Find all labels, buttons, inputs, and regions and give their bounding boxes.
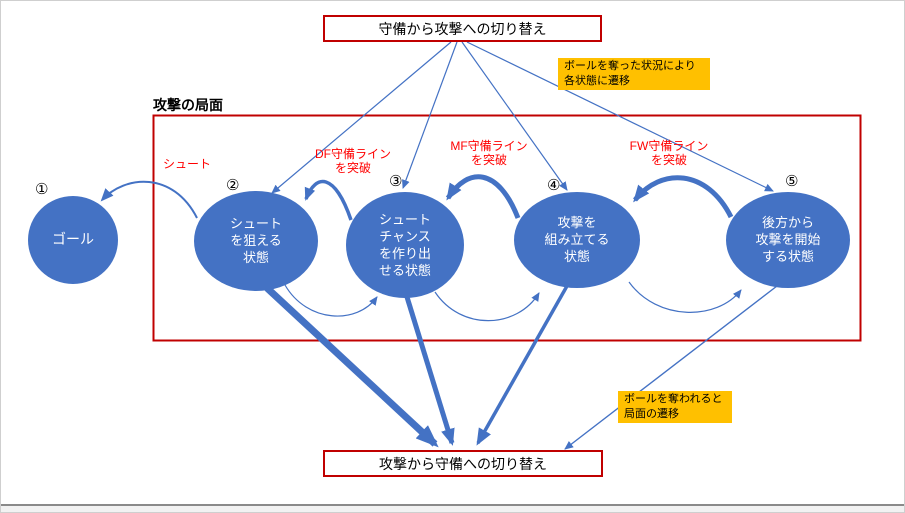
state-label-goal: ゴール (52, 231, 94, 247)
label-df-break: DF守備ライン を突破 (315, 147, 391, 175)
page-bottom-edge (1, 504, 904, 512)
state-number-5: ⑤ (785, 173, 799, 190)
label-fw-break: FW守備ライン を突破 (629, 139, 709, 167)
state-number-1: ① (35, 181, 49, 198)
state-ellipse-goal (28, 196, 118, 284)
attack-to-defense-box: 攻撃から守備への切り替え (323, 450, 603, 477)
state-ellipse-4 (514, 192, 640, 288)
attack-to-defense-label: 攻撃から守備への切り替え (379, 455, 547, 472)
ball-lost-note: ボールを奪われると 局面の遷移 (618, 391, 732, 423)
arrow-state3-to-bottom (404, 296, 455, 446)
state-label-3: シュート チャンス を作り出 せる状態 (378, 212, 431, 278)
arrow-state4-to-state3 (445, 174, 521, 219)
label-mf-break: MF守備ライン を突破 (450, 139, 528, 167)
arrow-state4-to-bottom (476, 285, 569, 446)
arrow-top-to-state5 (466, 41, 774, 192)
arrow-state5-to-state4 (633, 175, 734, 219)
arrow-top-to-state2 (271, 41, 452, 194)
state-label-4: 攻撃を 組み立てる 状態 (544, 215, 610, 264)
state-number-3: ③ (389, 173, 403, 190)
defense-to-attack-box: 守備から攻撃への切り替え (323, 15, 602, 42)
arrow-top-to-state4 (461, 41, 568, 191)
arrow-state3-to-state2 (304, 179, 353, 221)
arrow-top-to-state3 (402, 41, 458, 189)
state-label-2: シュート を狙える 状態 (229, 216, 282, 265)
state-label-5: 後方から 攻撃を開始 する状態 (755, 215, 821, 264)
arrow-state3-to-state4-return (434, 291, 540, 322)
defense-to-attack-label: 守備から攻撃への切り替え (378, 20, 547, 37)
state-ellipse-2 (194, 191, 318, 291)
attack-phase-frame (152, 114, 862, 342)
ball-won-note: ボールを奪った状況により 各状態に遷移 (558, 58, 710, 90)
state-number-2: ② (226, 177, 240, 194)
arrow-state2-to-goal (100, 180, 198, 219)
state-ellipse-5 (726, 192, 850, 288)
arrow-state4-to-state5-return (628, 281, 742, 313)
attack-phase-label: 攻撃の局面 (153, 97, 223, 113)
state-number-4: ④ (547, 177, 561, 194)
label-shoot: シュート (162, 157, 211, 171)
state-ellipse-3 (346, 192, 464, 298)
arrow-state2-to-bottom (264, 285, 439, 448)
arrow-state2-to-state3-return (284, 284, 378, 317)
arrow-state5-to-bottom (564, 285, 778, 450)
